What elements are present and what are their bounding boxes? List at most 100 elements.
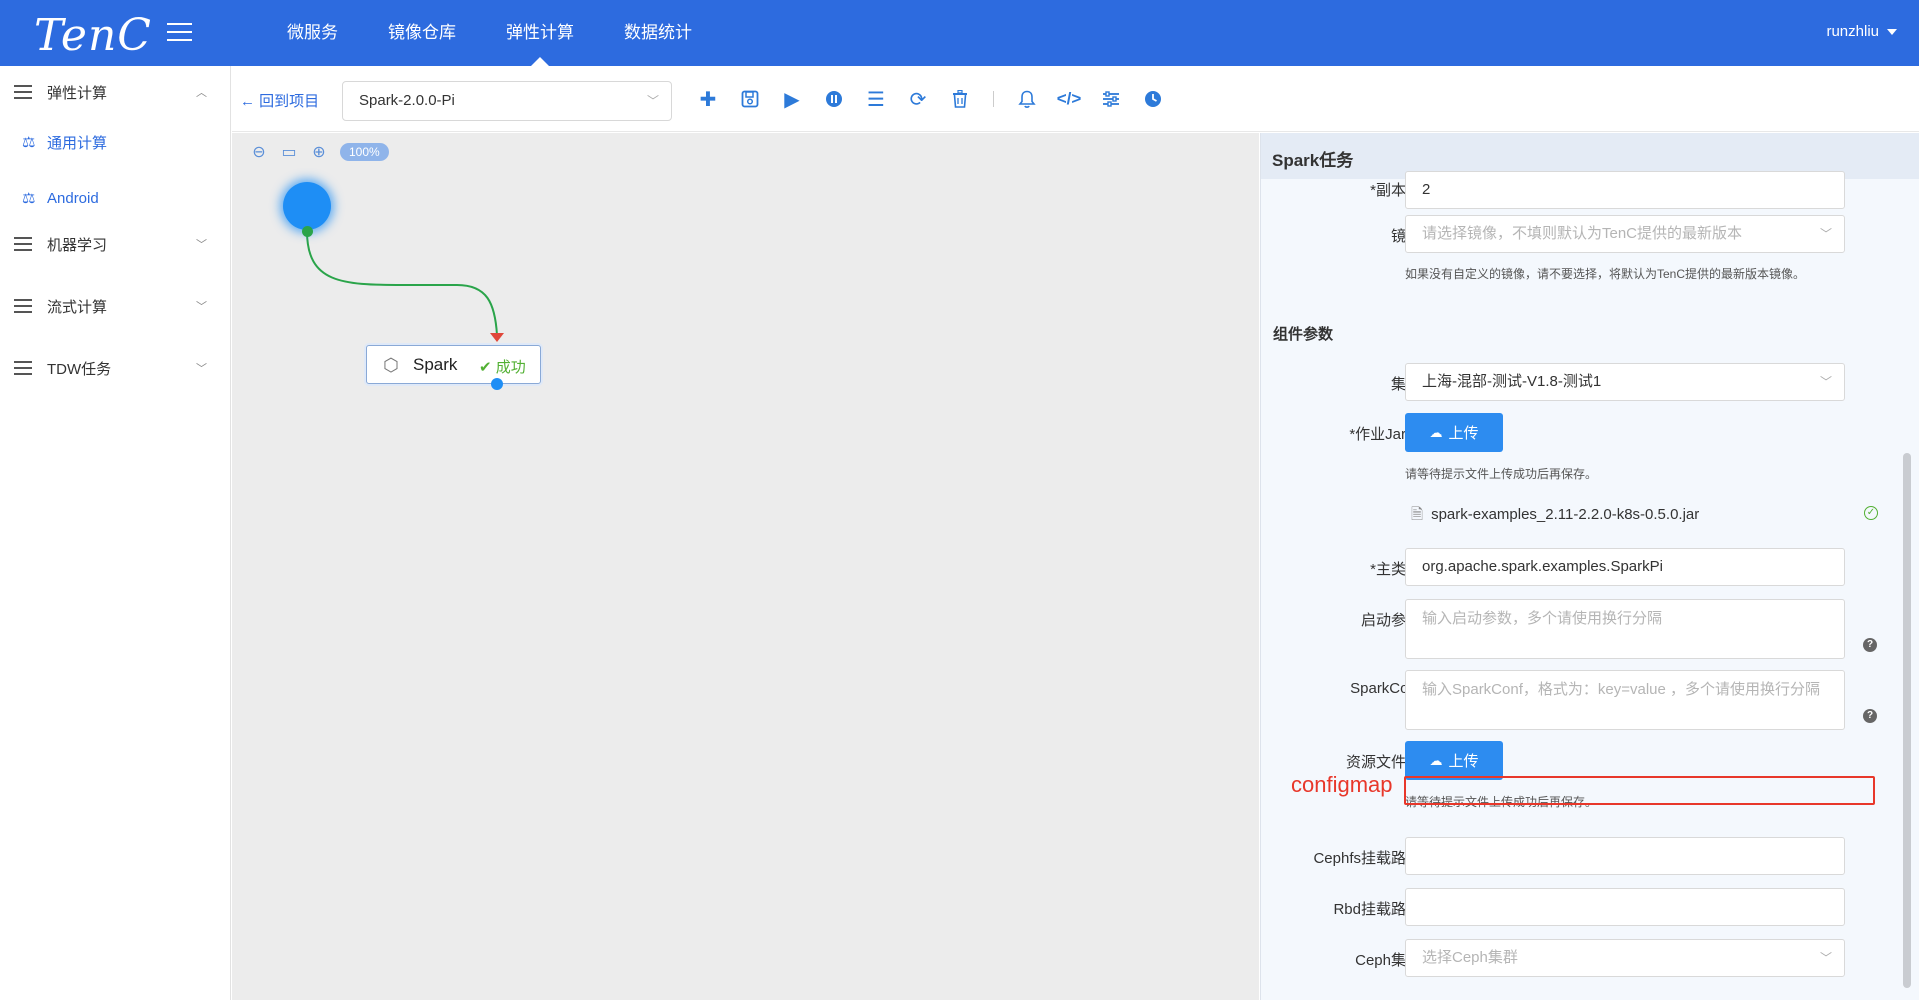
task-input-port[interactable] xyxy=(490,333,504,342)
list-menu-icon xyxy=(14,85,32,99)
rbd-input[interactable] xyxy=(1405,888,1845,926)
workflow-canvas[interactable]: ⊖ ▭ ⊕ 100% ⬡ Spark ✔ 成功 xyxy=(232,133,1259,1000)
args-textarea[interactable]: 输入启动参数，多个请使用换行分隔 xyxy=(1405,599,1845,659)
sidebar-group-elastic-compute[interactable]: 弹性计算 ︿ xyxy=(0,72,231,112)
sidebar-group-machine-learning[interactable]: 机器学习 ﹀ xyxy=(0,224,231,264)
sidebar-item-android[interactable]: ⚖ Android xyxy=(0,180,231,216)
cluster-select[interactable]: 上海-混部-测试-V1.8-测试1 ﹀ xyxy=(1405,363,1845,401)
cephfs-input[interactable] xyxy=(1405,837,1845,875)
image-select-placeholder: 请选择镜像，不填则默认为TenC提供的最新版本 xyxy=(1422,225,1743,242)
upload-label: 上传 xyxy=(1448,425,1479,442)
toolbar-divider xyxy=(993,91,994,107)
delete-icon[interactable] xyxy=(939,86,981,112)
zoom-in-icon[interactable]: ⊕ xyxy=(312,144,326,161)
chevron-up-icon: ︿ xyxy=(196,87,207,99)
logo[interactable]: TenC xyxy=(34,10,152,61)
jar-upload-button[interactable]: ☁ 上传 xyxy=(1405,413,1503,452)
task-node-name: Spark xyxy=(413,355,458,374)
panel-scrollbar[interactable] xyxy=(1903,453,1911,988)
project-select-value: Spark-2.0.0-Pi xyxy=(359,92,455,109)
project-select[interactable]: Spark-2.0.0-Pi ﹀ xyxy=(342,81,672,121)
top-bar: TenC 微服务 镜像仓库 弹性计算 数据统计 runzhliu xyxy=(0,0,1919,66)
chevron-down-icon: ﹀ xyxy=(1819,375,1832,389)
sidebar-item-general-compute[interactable]: ⚖ 通用计算 xyxy=(0,124,231,160)
cloud-upload-icon: ☁ xyxy=(1429,752,1443,768)
file-icon: 🗎 xyxy=(1411,506,1424,523)
sidebar: 弹性计算 ︿ ⚖ 通用计算 ⚖ Android 机器学习 ﹀ 流式计算 ﹀ TD… xyxy=(0,66,231,1000)
sidebar-group-label: 弹性计算 xyxy=(47,84,108,102)
jar-file-item[interactable]: 🗎spark-examples_2.11-2.2.0-k8s-0.5.0.jar xyxy=(1411,504,1699,529)
cephfs-label: Cephfs挂载路径 xyxy=(1313,850,1421,867)
sidebar-item-label: Android xyxy=(47,189,99,207)
scale-icon: ⚖ xyxy=(22,134,36,151)
cloud-upload-icon: ☁ xyxy=(1429,424,1443,440)
tool-icons: ✚ ▶ ☰ ⟳ </> xyxy=(687,86,1174,112)
nav-item-microservice[interactable]: 微服务 xyxy=(287,23,338,42)
cluster-select-value: 上海-混部-测试-V1.8-测试1 xyxy=(1422,373,1602,390)
upload-label: 上传 xyxy=(1448,753,1479,770)
annotation-label: configmap xyxy=(1291,772,1393,797)
run-icon[interactable]: ▶ xyxy=(784,88,800,111)
start-node-port[interactable] xyxy=(302,226,313,237)
bell-icon[interactable] xyxy=(1006,86,1048,112)
sidebar-group-label: 流式计算 xyxy=(47,298,108,316)
settings-sliders-icon[interactable] xyxy=(1090,86,1132,112)
fit-screen-icon[interactable]: ▭ xyxy=(281,144,297,161)
add-icon[interactable]: ✚ xyxy=(699,88,717,111)
chevron-down-icon: ﹀ xyxy=(196,363,207,375)
back-to-project-link[interactable]: ← 回到项目 xyxy=(240,90,319,111)
check-circle-icon: ✓ xyxy=(1864,506,1878,520)
task-node-spark[interactable]: ⬡ Spark ✔ 成功 xyxy=(366,345,541,384)
user-menu[interactable]: runzhliu xyxy=(1826,23,1897,40)
list-menu-icon xyxy=(14,361,32,375)
rbd-label: Rbd挂载路径 xyxy=(1333,901,1421,918)
task-output-port[interactable] xyxy=(491,378,503,390)
save-icon[interactable] xyxy=(729,86,771,112)
image-hint: 如果没有自定义的镜像，请不要选择，将默认为TenC提供的最新版本镜像。 xyxy=(1405,267,1806,281)
sidebar-group-tdw-task[interactable]: TDW任务 ﹀ xyxy=(0,348,231,388)
sidebar-group-label: TDW任务 xyxy=(47,360,112,378)
sparkconf-label: SparkConf xyxy=(1350,680,1421,697)
task-config-panel: Spark任务 *副本数 2 镜像 请选择镜像，不填则默认为TenC提供的最新版… xyxy=(1260,133,1919,1000)
zoom-controls: ⊖ ▭ ⊕ 100% xyxy=(244,140,389,164)
sidebar-group-label: 机器学习 xyxy=(47,236,108,254)
sidebar-group-stream-compute[interactable]: 流式计算 ﹀ xyxy=(0,286,231,326)
clock-icon[interactable] xyxy=(1132,86,1174,112)
task-node-status: ✔ 成功 xyxy=(479,356,526,377)
nav-item-elastic-compute[interactable]: 弹性计算 xyxy=(481,0,599,66)
replicas-input[interactable]: 2 xyxy=(1405,171,1845,209)
hamburger-menu-icon[interactable] xyxy=(167,23,192,41)
refresh-icon[interactable]: ⟳ xyxy=(909,88,927,111)
list-icon[interactable]: ☰ xyxy=(867,88,885,111)
stop-icon[interactable] xyxy=(813,86,855,112)
image-select[interactable]: 请选择镜像，不填则默认为TenC提供的最新版本 ﹀ xyxy=(1405,215,1845,253)
arrow-left-icon: ← xyxy=(240,93,260,110)
sparkconf-textarea[interactable]: 输入SparkConf，格式为：key=value ，多个请使用换行分隔 xyxy=(1405,670,1845,730)
panel-title: Spark任务 xyxy=(1272,151,1354,170)
caret-down-icon xyxy=(1887,29,1897,36)
hexagon-icon: ⬡ xyxy=(383,355,399,375)
nav-item-statistics[interactable]: 数据统计 xyxy=(624,23,692,42)
zoom-level: 100% xyxy=(340,143,389,161)
resource-upload-button[interactable]: ☁ 上传 xyxy=(1405,741,1503,780)
section-component-params: 组件参数 xyxy=(1273,326,1334,343)
help-icon[interactable]: ? xyxy=(1863,638,1877,652)
back-label: 回到项目 xyxy=(259,93,320,110)
code-icon[interactable]: </> xyxy=(1056,89,1082,108)
help-icon[interactable]: ? xyxy=(1863,709,1877,723)
workflow-toolbar: ← 回到项目 Spark-2.0.0-Pi ﹀ ✚ ▶ ☰ ⟳ </> xyxy=(232,66,1919,132)
top-nav: 微服务 镜像仓库 弹性计算 数据统计 xyxy=(262,0,717,66)
workflow-edge xyxy=(306,230,498,336)
ceph-cluster-select[interactable]: 选择Ceph集群 ﹀ xyxy=(1405,939,1845,977)
jar-label: *作业Jar包 xyxy=(1349,426,1421,443)
username: runzhliu xyxy=(1826,23,1879,40)
zoom-out-icon[interactable]: ⊖ xyxy=(252,144,266,161)
list-menu-icon xyxy=(14,237,32,251)
main-class-input[interactable]: org.apache.spark.examples.SparkPi xyxy=(1405,548,1845,586)
start-node[interactable] xyxy=(283,182,331,230)
ceph-cluster-label: Ceph集群 xyxy=(1355,952,1421,969)
chevron-down-icon: ﹀ xyxy=(196,239,207,251)
ceph-cluster-placeholder: 选择Ceph集群 xyxy=(1422,949,1518,966)
resource-upload-hint: 请等待提示文件上传成功后再保存。 xyxy=(1405,795,1598,809)
nav-item-image-registry[interactable]: 镜像仓库 xyxy=(388,23,456,42)
